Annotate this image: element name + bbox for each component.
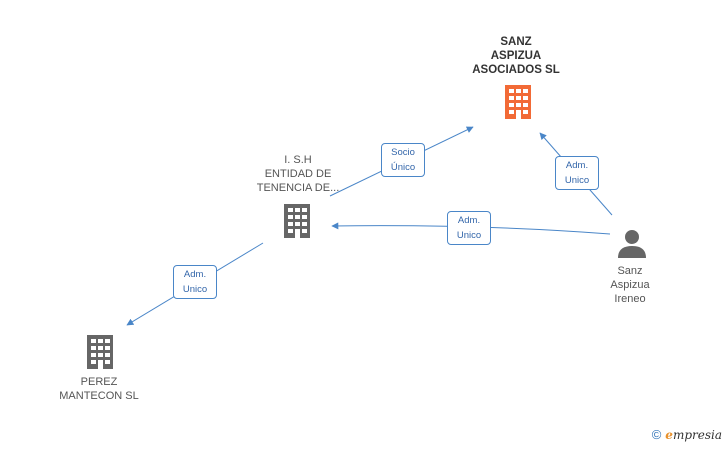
edge-label-line: Adm. bbox=[457, 215, 481, 226]
copyright-symbol: © bbox=[651, 427, 662, 442]
node-sanz-aspizua-ireneo-label[interactable]: Sanz Aspizua Ireneo bbox=[590, 264, 670, 306]
building-icon[interactable] bbox=[282, 204, 312, 238]
node-label-line: Sanz bbox=[617, 265, 643, 277]
node-label-line: SANZ bbox=[500, 36, 532, 48]
node-sanz-aspizua-asociados-label[interactable]: SANZ ASPIZUA ASOCIADOS SL bbox=[456, 35, 576, 77]
brand-name: mpresia bbox=[672, 428, 722, 442]
node-ish-label[interactable]: I. S.H ENTIDAD DE TENENCIA DE... bbox=[238, 153, 358, 195]
edge-label-line: Unico bbox=[456, 230, 482, 241]
edge-label-line: Adm. bbox=[565, 160, 589, 171]
edge-label-line: Adm. bbox=[183, 269, 207, 280]
building-icon[interactable] bbox=[85, 335, 115, 369]
edge-label-line: Socio bbox=[391, 147, 415, 158]
edge-label-ireneo-to-sanz[interactable]: Adm. Unico bbox=[555, 156, 599, 190]
node-label-line: TENENCIA DE... bbox=[256, 182, 340, 194]
building-icon[interactable] bbox=[503, 85, 533, 119]
node-label-line: ASPIZUA bbox=[490, 50, 542, 62]
edge-label-line: Unico bbox=[182, 284, 208, 295]
edge-label-line: Unico bbox=[564, 175, 590, 186]
node-label-line: ASOCIADOS SL bbox=[472, 64, 560, 76]
edge-label-line: Único bbox=[390, 162, 416, 173]
node-label-line: Aspizua bbox=[610, 279, 650, 291]
node-label-line: ENTIDAD DE bbox=[264, 168, 332, 180]
edge-label-ish-to-perez[interactable]: Adm. Unico bbox=[173, 265, 217, 299]
node-label-line: MANTECON SL bbox=[59, 390, 139, 402]
node-perez-mantecon-label[interactable]: PEREZ MANTECON SL bbox=[40, 375, 158, 403]
node-label-line: PEREZ bbox=[80, 376, 118, 388]
edge-label-ish-to-sanz[interactable]: Socio Único bbox=[381, 143, 425, 177]
edge-label-ireneo-to-ish[interactable]: Adm. Unico bbox=[447, 211, 491, 245]
node-label-line: I. S.H bbox=[284, 154, 312, 166]
node-label-line: Ireneo bbox=[614, 293, 646, 305]
brand-logo-e: e bbox=[665, 428, 673, 442]
empresia-watermark: ©empresia bbox=[652, 427, 722, 442]
person-icon[interactable] bbox=[617, 228, 647, 258]
